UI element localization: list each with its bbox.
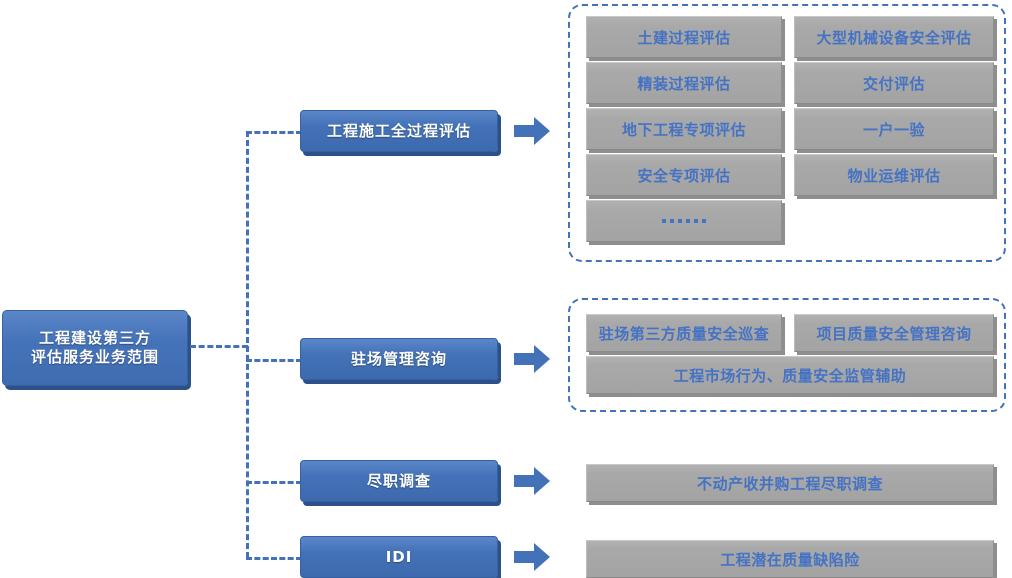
right-arrow-icon	[514, 345, 550, 373]
leaf-box[interactable]: 土建过程评估	[586, 16, 782, 58]
leaf-box[interactable]: 安全专项评估	[586, 154, 782, 196]
right-arrow-icon	[514, 543, 550, 571]
category-idi[interactable]: IDI	[300, 536, 498, 578]
leaf-box[interactable]: 项目质量安全管理咨询	[794, 314, 994, 352]
connector-root-to-trunk	[190, 345, 248, 348]
connector-branch-4	[246, 557, 302, 560]
category-construction-full-process[interactable]: 工程施工全过程评估	[300, 110, 498, 152]
leaf-box[interactable]: 工程潜在质量缺陷险	[586, 540, 994, 578]
root-node-label-line1: 工程建设第三方	[38, 329, 151, 348]
leaf-box[interactable]: 一户一验	[794, 108, 994, 150]
leaf-box[interactable]: 精装过程评估	[586, 62, 782, 104]
leaf-box[interactable]: 不动产收并购工程尽职调查	[586, 464, 994, 502]
leaf-box[interactable]: 大型机械设备安全评估	[794, 16, 994, 58]
leaf-box[interactable]: 驻场第三方质量安全巡查	[586, 314, 782, 352]
category-due-diligence[interactable]: 尽职调查	[300, 460, 498, 502]
connector-branch-2	[246, 359, 302, 362]
connector-branch-3	[246, 481, 302, 484]
category-label: 工程施工全过程评估	[326, 121, 471, 140]
category-label: 尽职调查	[366, 471, 431, 490]
leaf-box[interactable]: 地下工程专项评估	[586, 108, 782, 150]
category-onsite-management-consulting[interactable]: 驻场管理咨询	[300, 338, 498, 380]
category-label: 驻场管理咨询	[350, 349, 447, 368]
leaf-box[interactable]: 交付评估	[794, 62, 994, 104]
group-frame-construction	[568, 4, 1006, 262]
category-label: IDI	[385, 547, 413, 566]
connector-branch-1	[246, 131, 302, 134]
connector-trunk	[246, 131, 249, 558]
root-node-label-line2: 评估服务业务范围	[30, 348, 159, 366]
root-node[interactable]: 工程建设第三方 评估服务业务范围	[2, 310, 188, 386]
leaf-box-ellipsis[interactable]	[586, 200, 782, 242]
leaf-box[interactable]: 工程市场行为、质量安全监管辅助	[586, 356, 994, 394]
group-frame-onsite	[568, 298, 1006, 412]
leaf-box[interactable]: 物业运维评估	[794, 154, 994, 196]
right-arrow-icon	[514, 467, 550, 495]
ellipsis-icon	[662, 219, 706, 223]
right-arrow-icon	[514, 117, 550, 145]
